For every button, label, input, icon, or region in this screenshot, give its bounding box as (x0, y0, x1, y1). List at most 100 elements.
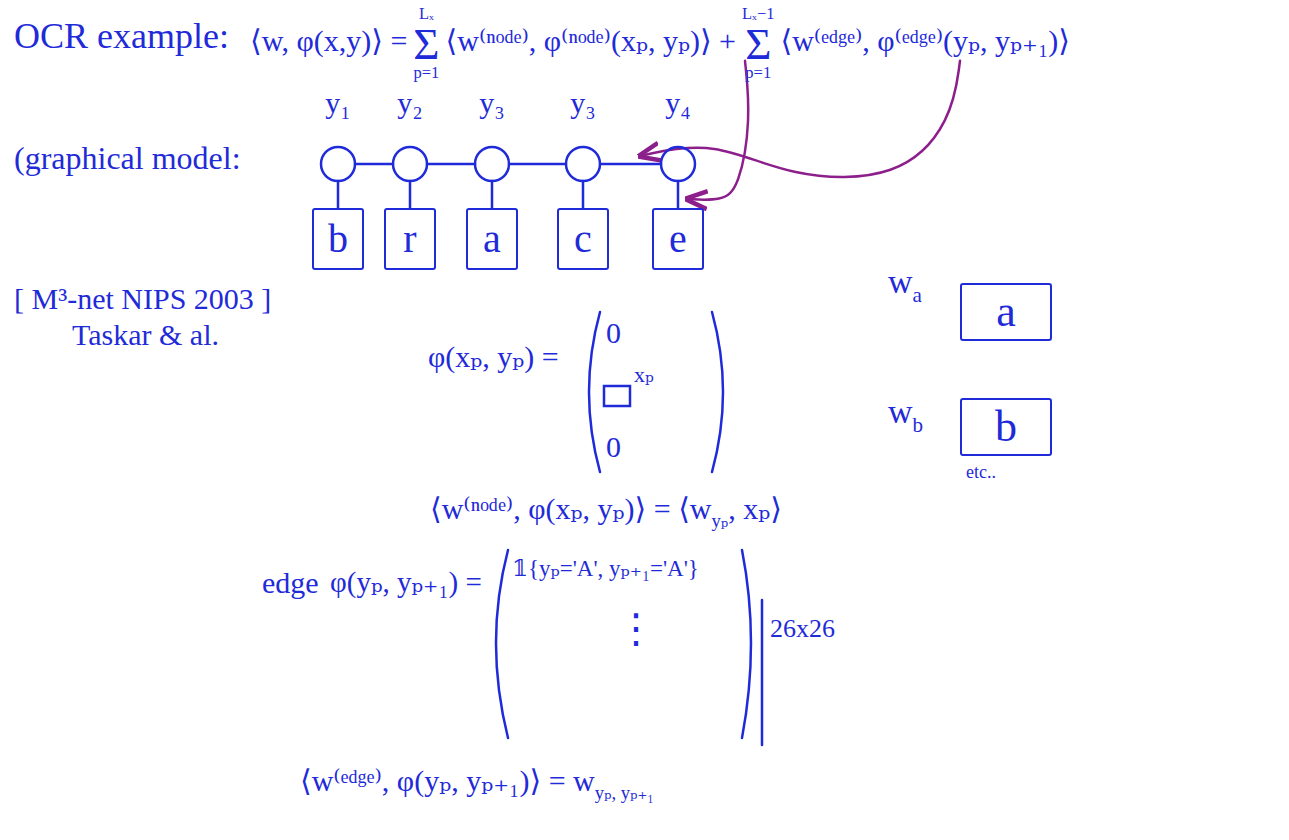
variable-node: y₃ (462, 86, 522, 186)
formula-text: 𝟙{yₚ='A', yₚ₊₁='A'} (512, 556, 699, 581)
text-row: 0 (606, 430, 621, 465)
formula-text: yₚ (712, 510, 729, 531)
text-row: wa (888, 262, 922, 308)
formula-text: yₚ, yₚ₊₁ (595, 782, 654, 803)
formula-text: ⟨w⁽ⁿᵒᵈᵉ⁾, φ⁽ⁿᵒᵈᵉ⁾(xₚ, yₚ)⟩ + (446, 24, 736, 57)
text-row: 0 (606, 316, 621, 351)
formula-text: b (913, 413, 924, 437)
sum-limits: LₓΣp=1 (413, 6, 439, 82)
chain-link (600, 163, 661, 166)
parenthesis (712, 312, 723, 472)
text-row: [ M³-net NIPS 2003 ] (14, 282, 271, 317)
text-row: xₚ (634, 362, 654, 387)
template-box: a (960, 283, 1052, 341)
variable-circle (661, 147, 695, 181)
variable-name: y₃ (553, 86, 613, 119)
variable-circle (566, 147, 600, 181)
formula-text: edge (262, 566, 319, 599)
formula-text: 0 (606, 316, 621, 349)
text-row: edge (262, 566, 319, 601)
formula-text: ⟨w⁽ᵉᵈᵍᵉ⁾, φ⁽ᵉᵈᵍᵉ⁾(yₚ, yₚ₊₁)⟩ (780, 24, 1070, 57)
dimension-bar (761, 600, 764, 745)
variable-circle (321, 147, 355, 181)
pointer-arrow (687, 61, 748, 200)
image-patch (604, 386, 630, 406)
formula-text: Σ (413, 23, 439, 66)
formula-text: p=1 (414, 65, 440, 82)
variable-circle (393, 147, 427, 181)
variable-name: y₁ (308, 86, 368, 119)
formula-text: , xₚ⟩ (728, 492, 782, 525)
formula-text: Lₓ (419, 6, 434, 23)
sum-limits: Lₓ−1Σp=1 (742, 6, 774, 82)
formula-text: w (888, 393, 913, 430)
text-row: etc.. (966, 462, 996, 483)
text-row: ⋮ (616, 606, 656, 652)
observation-link (677, 181, 680, 208)
title-text: OCR example: (14, 16, 229, 56)
text-row: ⟨w⁽ᵉᵈᵍᵉ⁾, φ(yₚ, yₚ₊₁)⟩ = wyₚ, yₚ₊₁ (300, 764, 654, 804)
text-row: 𝟙{yₚ='A', yₚ₊₁='A'} (512, 556, 699, 582)
formula-text: w (888, 263, 913, 300)
variable-name: y₃ (462, 86, 522, 119)
formula-text: ⟨w⁽ⁿᵒᵈᵉ⁾, φ(xₚ, yₚ)⟩ = ⟨w (430, 492, 712, 525)
pointer-arrow (640, 61, 960, 177)
chain-link (509, 163, 566, 166)
title-row: OCR example: (14, 16, 229, 57)
variable-node: y₃ (553, 86, 613, 186)
text-row: Taskar & al. (72, 318, 219, 353)
text-row: ⟨w⁽ⁿᵒᵈᵉ⁾, φ(xₚ, yₚ)⟩ = ⟨wyₚ, xₚ⟩ (430, 492, 782, 532)
image-box: r (384, 208, 436, 270)
variable-node: y₄ (648, 86, 708, 186)
image-box: b (312, 208, 364, 270)
chain-link (355, 163, 393, 166)
formula-text: Σ (745, 23, 771, 66)
image-box: e (652, 208, 704, 270)
text-row: 26x26 (770, 614, 835, 644)
observation-link (491, 181, 494, 208)
text-row: (graphical model: (14, 140, 241, 177)
text-row: φ(xₚ, yₚ) = (428, 340, 559, 375)
glyph-text: b (995, 403, 1017, 451)
formula-text: 26x26 (770, 614, 835, 643)
variable-node: y₁ (308, 86, 368, 186)
observation-link (582, 181, 585, 208)
formula-text: φ(yₚ, yₚ₊₁) = (330, 566, 482, 598)
formula-text: [ M³-net NIPS 2003 ] (14, 282, 271, 315)
variable-name: y₂ (380, 86, 440, 119)
formula-text: (graphical model: (14, 140, 241, 176)
glyph-text: a (483, 217, 501, 261)
chain-link (427, 163, 475, 166)
glyph-text: a (996, 288, 1016, 336)
text-row: wb (888, 392, 923, 438)
formula-text: 0 (606, 430, 621, 463)
parenthesis (496, 550, 508, 738)
glyph-text: c (574, 217, 592, 261)
glyph-text: r (403, 217, 416, 261)
text-row: φ(yₚ, yₚ₊₁) = (330, 566, 482, 599)
formula-text: ⟨w⁽ᵉᵈᵍᵉ⁾, φ(yₚ, yₚ₊₁)⟩ = w (300, 764, 595, 797)
formula-text: etc.. (966, 462, 996, 482)
formula-text: Taskar & al. (72, 318, 219, 351)
formula-text: ⋮ (616, 606, 656, 651)
observation-link (337, 181, 340, 208)
variable-name: y₄ (648, 86, 708, 119)
glyph-text: b (328, 217, 348, 261)
pointer-group (640, 61, 960, 200)
observation-link (409, 181, 412, 208)
parenthesis (589, 312, 600, 472)
formula-text: ⟨w, φ(x,y)⟩ = (250, 24, 407, 57)
formula-text: φ(xₚ, yₚ) = (428, 340, 559, 373)
template-box: b (960, 398, 1052, 456)
glyph-text: e (669, 217, 687, 261)
formula-text: a (913, 283, 922, 307)
text-row: ⟨w, φ(x,y)⟩ =LₓΣp=1⟨w⁽ⁿᵒᵈᵉ⁾, φ⁽ⁿᵒᵈᵉ⁾(xₚ,… (250, 6, 1070, 82)
formula-text: p=1 (745, 65, 771, 82)
formula-text: xₚ (634, 362, 654, 387)
formula-text: Lₓ−1 (742, 6, 774, 23)
image-box: a (466, 208, 518, 270)
variable-node: y₂ (380, 86, 440, 186)
